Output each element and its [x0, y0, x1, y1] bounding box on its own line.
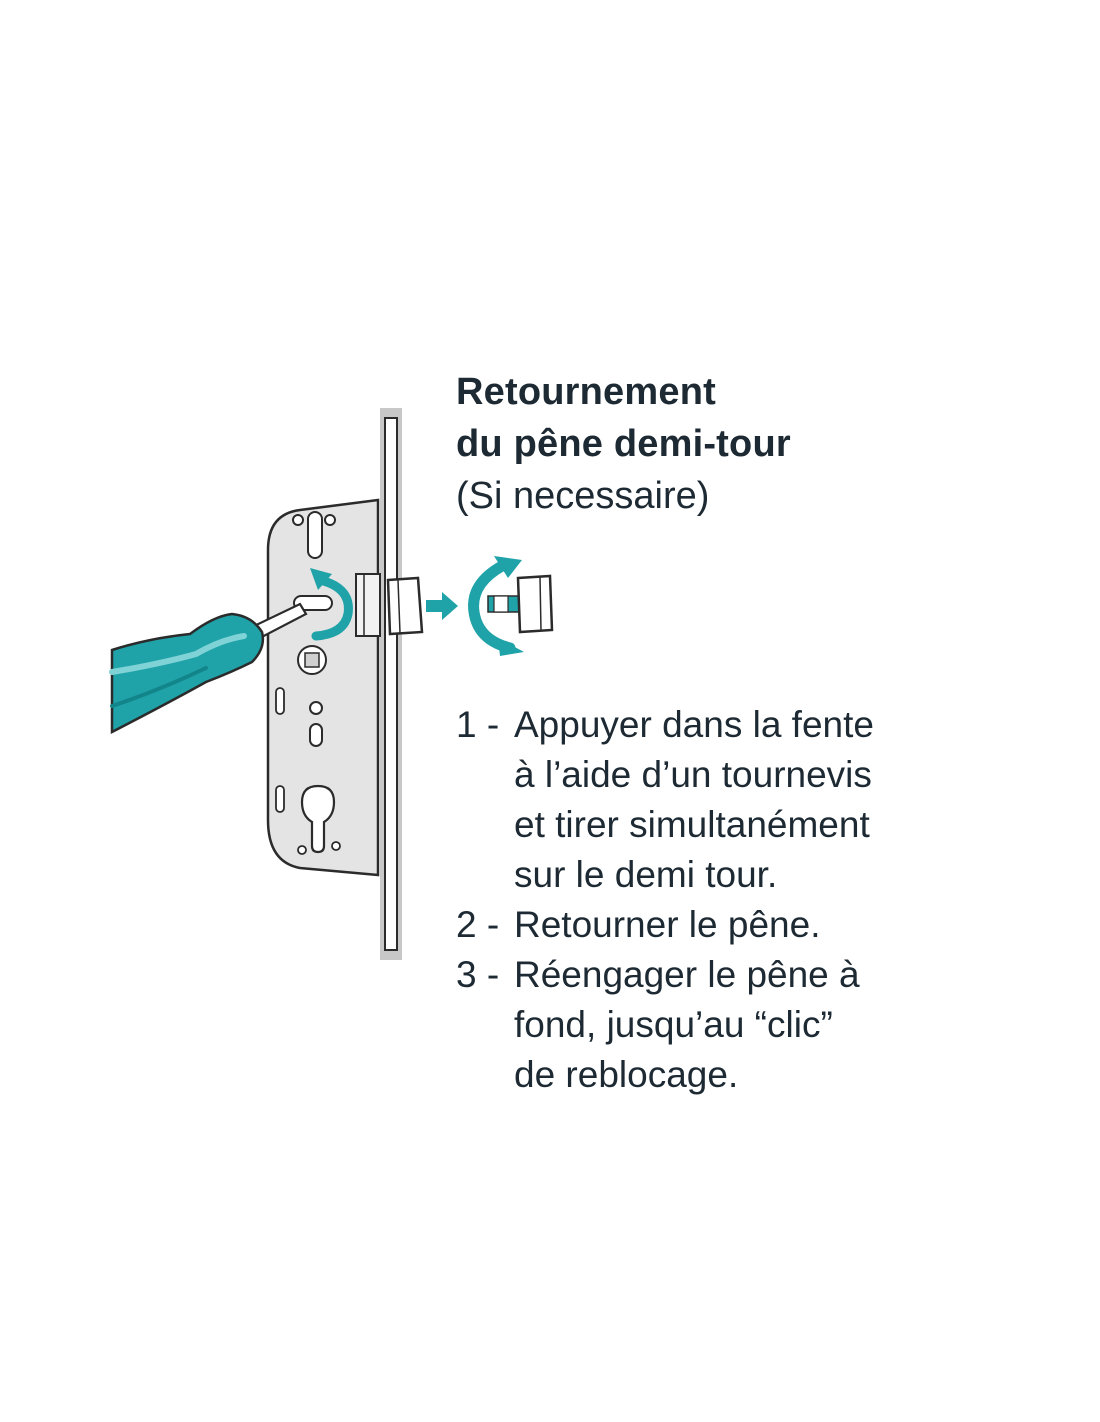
step-text: Réengager le pêne à fond, jusqu’au “clic…: [514, 950, 1056, 1100]
title-line-2: du pêne demi-tour: [456, 423, 791, 465]
step-number: 2 -: [456, 904, 500, 945]
step-3: 3 - Réengager le pêne à fond, jusqu’au “…: [456, 950, 1056, 1100]
arrow-right-icon: [426, 592, 458, 620]
step-line: Retourner le pêne.: [514, 904, 821, 945]
lock-case: [266, 498, 381, 877]
step-text: Retourner le pêne.: [514, 900, 1056, 950]
step-number: 1 -: [456, 704, 500, 745]
step-line: et tirer simultanément: [514, 804, 870, 845]
title-line-1: Retournement: [456, 371, 716, 413]
step-line: de reblocage.: [514, 1054, 739, 1095]
step-line: Réengager le pêne à: [514, 954, 860, 995]
step-line: Appuyer dans la fente: [514, 704, 874, 745]
screwdriver-icon: [109, 602, 308, 735]
step-line: sur le demi tour.: [514, 854, 778, 895]
step-line: à l’aide d’un tournevis: [514, 754, 872, 795]
step-text: Appuyer dans la fente à l’aide d’un tour…: [514, 700, 1056, 900]
steps-list: 1 - Appuyer dans la fente à l’aide d’un …: [456, 700, 1056, 1100]
instruction-title: Retournement du pêne demi-tour (Si neces…: [456, 366, 1056, 522]
rotate-arrow-icon: [310, 568, 353, 641]
step-2: 2 - Retourner le pêne.: [456, 900, 1056, 950]
step-number: 3 -: [456, 954, 500, 995]
flipped-latch: [468, 556, 554, 656]
door-edge: [380, 408, 402, 960]
step-1: 1 - Appuyer dans la fente à l’aide d’un …: [456, 700, 1056, 900]
latch-bolt: [386, 576, 424, 636]
step-line: fond, jusqu’au “clic”: [514, 1004, 833, 1045]
title-subtitle: (Si necessaire): [456, 475, 710, 517]
